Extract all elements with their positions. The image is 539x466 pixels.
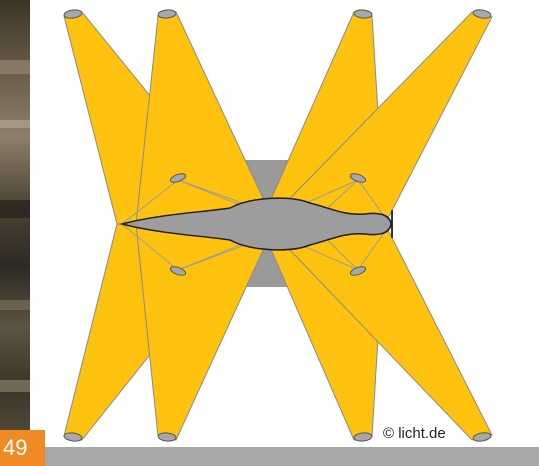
beam-top-2: [136, 12, 275, 224]
page-number-badge: 49: [0, 430, 45, 466]
beam-top-4: [265, 12, 492, 224]
footer-bar: [45, 447, 539, 466]
copyright-notice: © licht.de: [383, 425, 446, 442]
beam-bottom-4: [265, 224, 492, 440]
beam-bottom-2: [136, 224, 275, 440]
